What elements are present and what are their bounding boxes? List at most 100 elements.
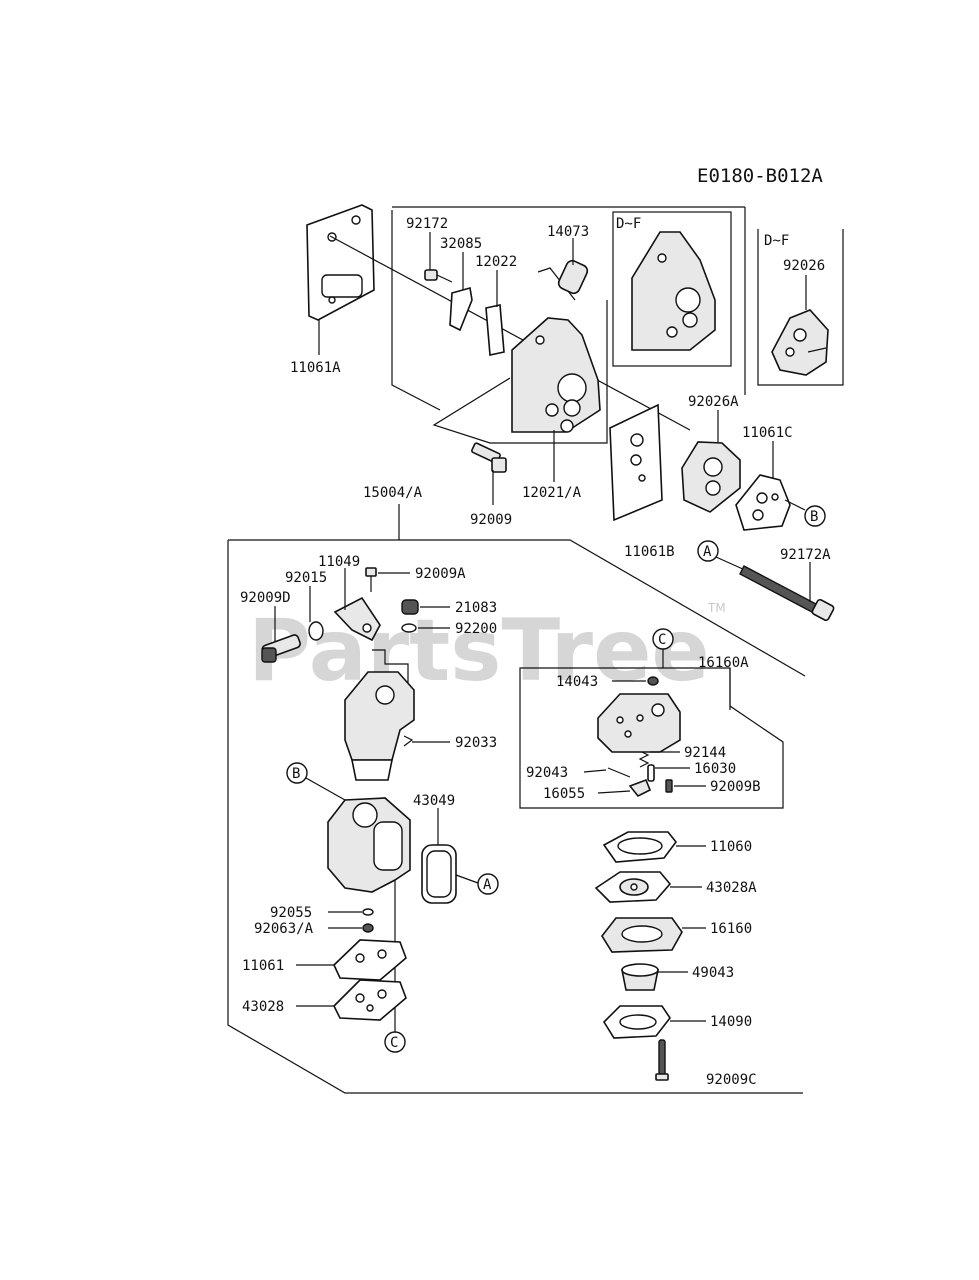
label-92055[interactable]: 92055 [270, 905, 312, 921]
label-16055[interactable]: 16055 [543, 786, 585, 802]
callout-b-carb: B [286, 762, 308, 784]
plate-14090[interactable] [602, 1005, 671, 1039]
gasket-43049[interactable] [421, 844, 457, 904]
label-49043[interactable]: 49043 [692, 965, 734, 981]
svg-text:B: B [810, 509, 818, 525]
svg-text:B: B [292, 766, 300, 782]
needle-16030[interactable] [647, 764, 655, 782]
label-14090[interactable]: 14090 [710, 1014, 752, 1030]
gasket-11061a[interactable] [306, 204, 375, 321]
leader-16055 [597, 790, 631, 794]
label-16030[interactable]: 16030 [694, 761, 736, 777]
screw-92009c[interactable] [655, 1039, 669, 1081]
gasket-11061b[interactable] [609, 403, 663, 522]
oring-92200[interactable] [401, 623, 417, 633]
bolt-92009[interactable] [471, 442, 507, 473]
label-92026a[interactable]: 92026A [688, 394, 739, 410]
pump-body[interactable] [597, 693, 681, 753]
washer-92015[interactable] [308, 621, 324, 641]
label-11061b[interactable]: 11061B [624, 544, 675, 560]
label-11060[interactable]: 11060 [710, 839, 752, 855]
carb-main-body[interactable] [327, 797, 411, 893]
label-16160a[interactable]: 16160A [698, 655, 749, 671]
label-92009a[interactable]: 92009A [415, 566, 466, 582]
washer-92055[interactable] [362, 908, 374, 916]
diaphragm-43028a[interactable] [594, 871, 672, 903]
label-16160[interactable]: 16160 [710, 921, 752, 937]
label-11061c[interactable]: 11061C [742, 425, 793, 441]
bolt-92172a[interactable] [739, 565, 835, 622]
leader-callout-b-upper [784, 499, 806, 511]
label-92172a[interactable]: 92172A [780, 547, 831, 563]
variant-label-upper: D~F [616, 216, 641, 232]
svg-text:C: C [390, 1035, 398, 1051]
plug-92063a[interactable] [362, 923, 374, 933]
label-92026[interactable]: 92026 [783, 258, 825, 274]
label-21083[interactable]: 21083 [455, 600, 497, 616]
insulator-variant[interactable] [631, 231, 716, 351]
pin-92043[interactable] [607, 767, 631, 778]
diaphragm-43028[interactable] [333, 979, 407, 1021]
label-92200[interactable]: 92200 [455, 621, 497, 637]
lever-11049[interactable] [333, 596, 381, 642]
label-92063a[interactable]: 92063/A [254, 921, 314, 937]
svg-text:A: A [483, 877, 492, 893]
gasket-11061c[interactable] [735, 474, 791, 531]
spring-92144[interactable] [638, 751, 650, 768]
watermark: PartsTree [248, 601, 710, 701]
label-32085[interactable]: 32085 [440, 236, 482, 252]
leader-92043 [583, 769, 607, 773]
label-92009d[interactable]: 92009D [240, 590, 291, 606]
screw-92009d[interactable] [261, 634, 301, 663]
gasket-11060[interactable] [602, 831, 678, 863]
cover-16160[interactable] [601, 917, 683, 953]
gasket-92026[interactable] [771, 309, 829, 376]
inset-d-f-right: D~F 92026 [757, 229, 844, 386]
leader-callout-a-carb [455, 874, 479, 884]
leader-callout-b-carb [305, 777, 346, 801]
plate-32085[interactable] [449, 286, 473, 332]
svg-text:A: A [703, 544, 712, 560]
gasket-11061[interactable] [333, 939, 407, 981]
label-14043[interactable]: 14043 [556, 674, 598, 690]
label-92172[interactable]: 92172 [406, 216, 448, 232]
label-92033[interactable]: 92033 [455, 735, 497, 751]
part-14043[interactable] [647, 676, 659, 686]
lever-16055[interactable] [628, 778, 652, 798]
label-92009b[interactable]: 92009B [710, 779, 761, 795]
label-92009[interactable]: 92009 [470, 512, 512, 528]
diagram-code: E0180-B012A [697, 165, 823, 187]
screw-92009a[interactable] [365, 567, 377, 592]
primer-bulb-49043[interactable] [621, 963, 659, 991]
clip-92033[interactable] [403, 735, 414, 747]
label-14073[interactable]: 14073 [547, 224, 589, 240]
label-43028[interactable]: 43028 [242, 999, 284, 1015]
label-92144[interactable]: 92144 [684, 745, 726, 761]
plate-12022[interactable] [485, 304, 505, 356]
label-15004a[interactable]: 15004/A [363, 485, 423, 501]
label-11061[interactable]: 11061 [242, 958, 284, 974]
label-12022[interactable]: 12022 [475, 254, 517, 270]
label-11049[interactable]: 11049 [318, 554, 360, 570]
carb-bracket-top [228, 539, 806, 677]
label-43028a[interactable]: 43028A [706, 880, 757, 896]
insulator-12021a[interactable] [511, 317, 601, 433]
part-92026a[interactable] [681, 441, 741, 513]
label-92009c[interactable]: 92009C [706, 1072, 757, 1088]
carb-upper-body[interactable] [344, 649, 415, 781]
svg-text:C: C [658, 632, 666, 648]
label-12021a[interactable]: 12021/A [522, 485, 582, 501]
screw-92009b[interactable] [665, 779, 673, 793]
label-11061a[interactable]: 11061A [290, 360, 341, 376]
watermark-trademark: TM [707, 601, 726, 615]
label-43049[interactable]: 43049 [413, 793, 455, 809]
group-bracket-left [391, 210, 441, 411]
label-92043[interactable]: 92043 [526, 765, 568, 781]
part-21083[interactable] [401, 599, 419, 615]
part-14073[interactable] [537, 259, 589, 301]
callout-c-pump: C [652, 628, 674, 650]
label-92015[interactable]: 92015 [285, 570, 327, 586]
group-bracket-lower [432, 300, 608, 444]
screw-92172[interactable] [424, 269, 453, 283]
